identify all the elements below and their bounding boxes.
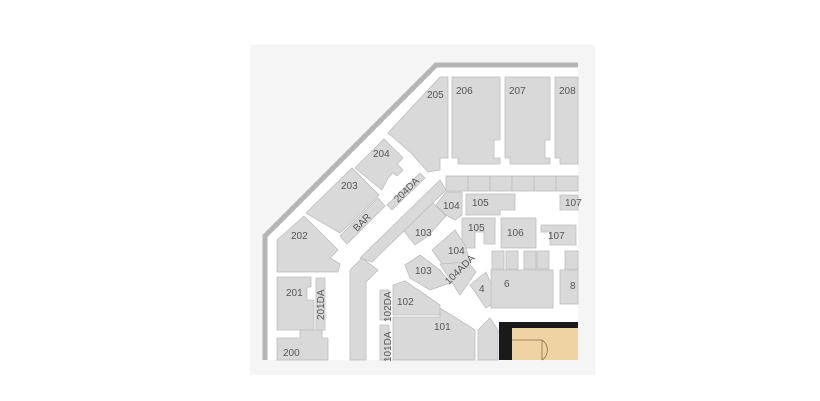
section-row[interactable] <box>359 179 447 263</box>
label-103-upper: 103 <box>415 228 432 239</box>
section-104ada[interactable] <box>439 261 477 296</box>
box[interactable] <box>536 250 550 270</box>
box[interactable] <box>489 175 513 192</box>
outer-wall <box>262 62 578 360</box>
section-104-upper[interactable] <box>435 191 463 221</box>
section-labels: 205 206 207 208 204 203 202 201 200 BAR … <box>283 86 582 362</box>
section-107-lower[interactable] <box>540 224 577 246</box>
court-floor <box>512 328 578 360</box>
court-key <box>512 339 548 361</box>
upper-level <box>276 76 579 361</box>
label-107-upper: 107 <box>565 198 582 209</box>
court <box>499 322 578 361</box>
label-200: 200 <box>283 348 300 359</box>
section-107-upper[interactable] <box>559 194 579 211</box>
box[interactable] <box>445 175 469 192</box>
label-6: 6 <box>504 279 510 290</box>
section-6[interactable] <box>490 269 554 309</box>
box[interactable] <box>523 250 537 270</box>
box[interactable] <box>467 175 491 192</box>
label-208: 208 <box>559 86 576 97</box>
label-104-lower: 104 <box>448 246 465 257</box>
label-202: 202 <box>291 231 308 242</box>
section-101[interactable] <box>392 307 476 361</box>
box[interactable] <box>555 175 579 192</box>
section-206[interactable] <box>451 76 501 165</box>
section-202[interactable] <box>276 215 341 273</box>
label-103-lower: 103 <box>415 266 432 277</box>
section-205[interactable] <box>387 76 449 173</box>
label-204: 204 <box>373 149 390 160</box>
box[interactable] <box>511 175 535 192</box>
label-104-upper: 104 <box>443 201 460 212</box>
label-203: 203 <box>341 181 358 192</box>
label-105-upper: 105 <box>472 198 489 209</box>
label-101da: 101DA <box>383 331 394 362</box>
section-101da[interactable] <box>379 324 390 361</box>
section-207[interactable] <box>504 76 551 165</box>
section-106[interactable] <box>500 217 537 249</box>
label-207: 207 <box>509 86 526 97</box>
box[interactable] <box>533 175 557 192</box>
section-105-upper[interactable] <box>465 193 516 216</box>
label-205: 205 <box>427 90 444 101</box>
box[interactable] <box>564 250 579 270</box>
section-204da[interactable] <box>386 172 426 211</box>
label-107-lower: 107 <box>548 231 565 242</box>
upper-row-boxes <box>445 175 579 192</box>
lower-level <box>349 175 579 361</box>
section-row[interactable] <box>477 317 499 361</box>
label-8: 8 <box>570 281 576 292</box>
label-201da: 201DA <box>316 289 327 320</box>
box[interactable] <box>505 250 519 270</box>
section-201[interactable] <box>276 276 315 331</box>
label-102: 102 <box>397 297 414 308</box>
section-208[interactable] <box>554 76 579 165</box>
section-bar[interactable] <box>339 197 386 245</box>
box[interactable] <box>491 250 505 270</box>
section-102da[interactable] <box>379 289 390 321</box>
label-102da: 102DA <box>383 291 394 322</box>
label-4: 4 <box>479 284 485 295</box>
label-105-lower: 105 <box>468 223 485 234</box>
label-106: 106 <box>507 228 524 239</box>
section-204[interactable] <box>354 138 404 191</box>
label-201: 201 <box>286 288 303 299</box>
section-105-lower[interactable] <box>461 217 496 249</box>
section-200[interactable] <box>276 329 329 361</box>
section-8[interactable] <box>559 269 579 305</box>
label-206: 206 <box>456 86 473 97</box>
label-101: 101 <box>434 322 451 333</box>
section-103-lower[interactable] <box>404 254 451 291</box>
section-203[interactable] <box>305 167 380 234</box>
